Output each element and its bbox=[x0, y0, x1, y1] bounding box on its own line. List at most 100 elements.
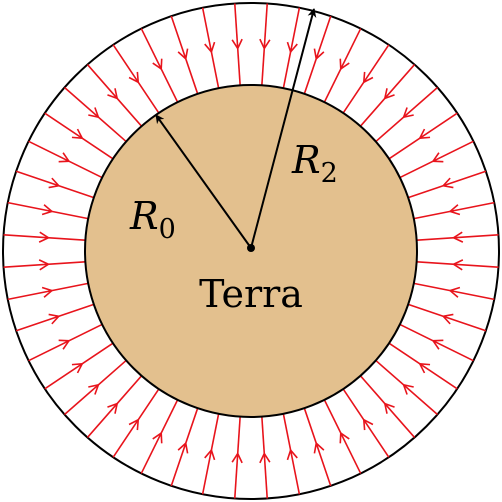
field-arrow-chevron bbox=[48, 177, 61, 189]
outer-radius-arrow bbox=[250, 8, 317, 249]
field-arrow-chevron bbox=[441, 177, 454, 189]
field-arrow-chevron bbox=[152, 58, 163, 71]
inner-radius-symbol: R bbox=[129, 194, 159, 238]
field-line bbox=[15, 303, 95, 332]
field-line bbox=[416, 261, 499, 269]
field-line bbox=[261, 3, 269, 86]
field-arrow-chevron bbox=[231, 38, 243, 51]
field-line bbox=[112, 44, 160, 114]
field-arrow-chevron bbox=[58, 152, 71, 163]
field-arrow-chevron bbox=[339, 431, 350, 444]
field-arrow-chevron bbox=[71, 128, 84, 140]
field-line bbox=[359, 375, 416, 438]
field-line bbox=[44, 112, 114, 160]
field-line bbox=[64, 86, 127, 143]
field-line bbox=[201, 413, 220, 495]
outer-radius-subscript: 2 bbox=[321, 158, 338, 189]
field-line bbox=[399, 140, 474, 179]
center-point bbox=[247, 244, 255, 252]
field-line bbox=[3, 261, 86, 269]
outer-radius-symbol: R bbox=[291, 138, 321, 182]
field-line bbox=[64, 359, 127, 416]
field-line bbox=[342, 388, 390, 458]
field-arrow-chevron bbox=[362, 71, 374, 84]
field-arrow-chevron bbox=[451, 231, 464, 243]
field-line bbox=[323, 399, 362, 474]
field-line bbox=[303, 407, 332, 487]
field-arrow-chevron bbox=[339, 58, 350, 71]
field-line bbox=[233, 416, 241, 499]
field-line bbox=[388, 112, 458, 160]
field-line bbox=[28, 140, 103, 179]
field-arrow-chevron bbox=[362, 418, 374, 431]
field-arrow-chevron bbox=[402, 107, 414, 119]
field-line bbox=[233, 3, 241, 86]
field-line bbox=[28, 323, 103, 362]
field-arrow-chevron bbox=[286, 41, 298, 54]
field-line bbox=[375, 359, 438, 416]
field-line bbox=[140, 28, 179, 103]
field-line bbox=[375, 86, 438, 143]
field-line bbox=[7, 282, 89, 301]
field-line bbox=[44, 342, 114, 390]
field-arrow-chevron bbox=[177, 441, 189, 454]
field-arrow-chevron bbox=[107, 88, 119, 100]
field-arrow-chevron bbox=[286, 448, 298, 461]
field-arrow-chevron bbox=[48, 313, 61, 325]
field-arrow-chevron bbox=[448, 204, 461, 216]
field-line bbox=[3, 233, 86, 241]
field-line bbox=[303, 15, 332, 95]
field-arrow-chevron bbox=[38, 259, 51, 271]
field-arrow-chevron bbox=[204, 448, 216, 461]
field-line bbox=[170, 407, 199, 487]
field-line bbox=[407, 303, 487, 332]
field-arrow-chevron bbox=[71, 362, 84, 374]
field-arrow-chevron bbox=[231, 451, 243, 464]
field-arrow-chevron bbox=[88, 383, 100, 395]
field-arrow-chevron bbox=[107, 402, 119, 414]
field-arrow-chevron bbox=[41, 204, 54, 216]
field-arrow-chevron bbox=[383, 402, 395, 414]
field-line bbox=[170, 15, 199, 95]
field-arrow-chevron bbox=[402, 383, 414, 395]
outer-radius-label: R2 bbox=[291, 138, 338, 189]
inner-radius-label: R0 bbox=[129, 194, 176, 245]
field-line bbox=[140, 399, 179, 474]
inner-radius-arrow bbox=[155, 114, 252, 249]
field-arrow-chevron bbox=[259, 38, 271, 51]
field-arrow-chevron bbox=[259, 451, 271, 464]
field-arrow-chevron bbox=[128, 418, 140, 431]
field-line bbox=[388, 342, 458, 390]
field-line bbox=[413, 201, 495, 220]
field-arrow-chevron bbox=[38, 231, 51, 243]
field-arrow-chevron bbox=[204, 41, 216, 54]
earth-label: Terra bbox=[199, 272, 303, 316]
field-line bbox=[112, 388, 160, 458]
field-arrow-chevron bbox=[41, 286, 54, 298]
field-line bbox=[7, 201, 89, 220]
field-line bbox=[323, 28, 362, 103]
inner-radius-subscript: 0 bbox=[159, 214, 176, 245]
field-arrow-chevron bbox=[177, 48, 189, 61]
field-line bbox=[399, 323, 474, 362]
field-arrow-chevron bbox=[313, 441, 325, 454]
field-line bbox=[416, 233, 499, 241]
field-line bbox=[15, 170, 95, 199]
field-arrow-chevron bbox=[313, 48, 325, 61]
field-line bbox=[261, 416, 269, 499]
field-lines-group bbox=[3, 3, 499, 499]
field-arrow-chevron bbox=[441, 313, 454, 325]
field-arrow-chevron bbox=[152, 431, 163, 444]
field-arrow-chevron bbox=[451, 259, 464, 271]
field-arrow-chevron bbox=[418, 128, 431, 140]
field-line bbox=[282, 413, 301, 495]
field-line bbox=[407, 170, 487, 199]
field-arrow-chevron bbox=[431, 339, 444, 350]
field-line bbox=[413, 282, 495, 301]
field-line bbox=[86, 375, 143, 438]
field-arrow-chevron bbox=[58, 339, 71, 350]
field-arrow-chevron bbox=[448, 286, 461, 298]
field-arrow-chevron bbox=[431, 152, 444, 163]
field-line bbox=[86, 64, 143, 127]
field-arrow-chevron bbox=[383, 88, 395, 100]
